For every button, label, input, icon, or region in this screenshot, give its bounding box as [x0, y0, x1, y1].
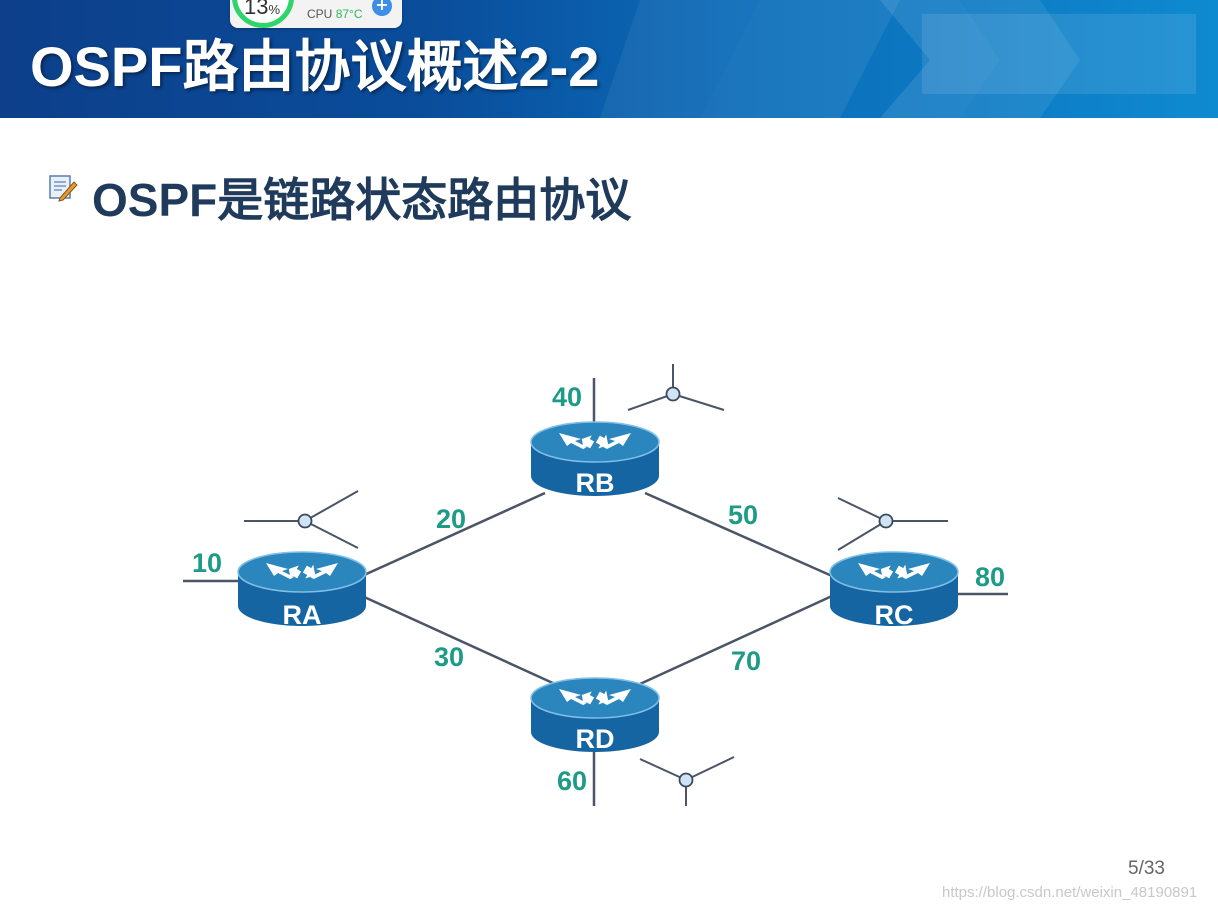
cpu-usage-percent: 13%	[244, 0, 281, 19]
link-ra-rd	[361, 594, 556, 686]
cpu-temperature-readout: CPU 87°C	[307, 7, 363, 21]
router-rd: RD	[530, 677, 660, 754]
router-label-rb: RB	[576, 468, 615, 498]
notepad-pencil-icon	[49, 175, 78, 202]
link-cost-ra-rb: 20	[436, 504, 466, 534]
router-rb: RB	[530, 421, 660, 498]
stub-cost-rb: 40	[552, 382, 582, 412]
link-cost-ra-rd: 30	[434, 642, 464, 672]
router-links	[361, 491, 833, 686]
hub-near-ra	[244, 490, 359, 549]
page-number: 5/33	[1128, 858, 1165, 879]
router-label-rc: RC	[875, 600, 914, 630]
link-rb-rc	[644, 491, 833, 578]
ospf-topology-diagram: RB RA RC RD 20	[183, 364, 1008, 806]
stub-cost-rc: 80	[975, 562, 1005, 592]
router-label-ra: RA	[283, 600, 322, 630]
slide-header: OSPF路由协议概述2-2	[0, 0, 1218, 118]
router-label-rd: RD	[576, 724, 615, 754]
router-arrows-icon	[559, 689, 631, 706]
link-rd-rc	[639, 594, 833, 686]
router-ra: RA	[237, 551, 367, 630]
stub-lines	[183, 378, 1008, 806]
hub-near-rb	[627, 364, 725, 411]
router-arrows-icon	[858, 563, 930, 580]
link-ra-rb	[361, 491, 546, 578]
router-arrows-icon	[559, 433, 631, 450]
hub-near-rc	[837, 497, 948, 551]
bullet-text: OSPF是链路状态路由协议	[92, 174, 632, 226]
router-rc: RC	[829, 551, 959, 630]
cpu-widget-expand-button[interactable]: +	[372, 0, 392, 16]
hub-near-rd	[639, 756, 735, 806]
slide-title: OSPF路由协议概述2-2	[30, 35, 600, 98]
link-cost-rd-rc: 70	[731, 646, 761, 676]
header-decoration	[600, 0, 1196, 118]
cpu-monitor-widget[interactable]: 13% CPU 87°C +	[230, 0, 402, 28]
link-cost-rb-rc: 50	[728, 500, 758, 530]
source-watermark: https://blog.csdn.net/weixin_48190891	[942, 884, 1198, 901]
stub-cost-rd: 60	[557, 766, 587, 796]
stub-cost-ra: 10	[192, 548, 222, 578]
router-arrows-icon	[266, 563, 338, 580]
